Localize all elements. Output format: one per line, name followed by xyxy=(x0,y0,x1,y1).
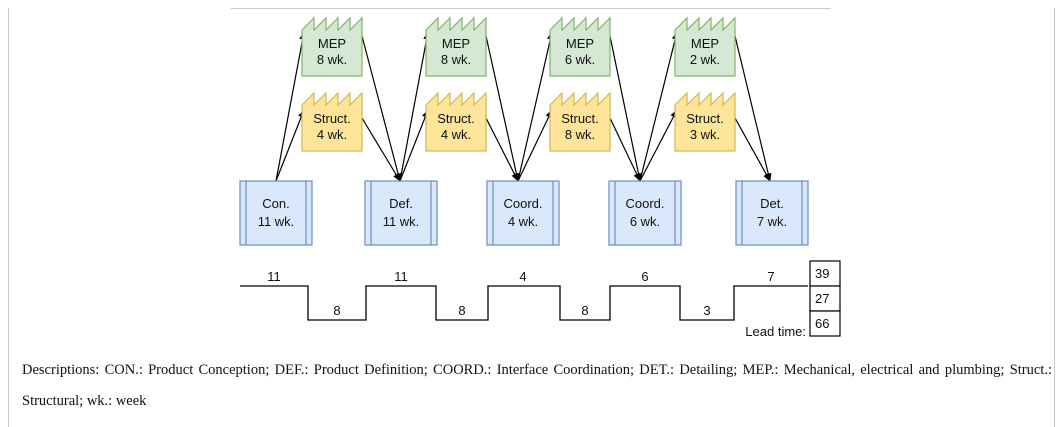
struct-duration: 4 wk. xyxy=(317,127,347,142)
struct-box: Struct. 8 wk. xyxy=(549,91,611,152)
mep-duration: 8 wk. xyxy=(441,52,471,67)
timeline-high-label: 11 xyxy=(394,269,408,284)
dependency-arrow xyxy=(361,117,401,182)
struct-duration: 4 wk. xyxy=(441,127,471,142)
phase-box: Coord. 4 wk. xyxy=(486,180,560,246)
phase-duration: 4 wk. xyxy=(508,214,538,229)
mep-label: MEP xyxy=(318,36,346,51)
dependency-arrow xyxy=(485,35,520,182)
dependency-arrow xyxy=(361,35,402,182)
dependency-arrow xyxy=(609,117,641,182)
struct-label: Struct. xyxy=(686,111,724,126)
phase-label: Coord. xyxy=(625,196,664,211)
phase-label: Coord. xyxy=(503,196,542,211)
dependency-arrow xyxy=(734,35,772,182)
mep-label: MEP xyxy=(442,36,470,51)
timeline-low-label: 8 xyxy=(458,303,465,318)
timeline-low-label: 8 xyxy=(581,303,588,318)
timeline-low-label: 8 xyxy=(333,303,340,318)
phase-label: Con. xyxy=(262,196,289,211)
struct-label: Struct. xyxy=(561,111,599,126)
totals-table: 39 27 66 Lead time: xyxy=(745,260,841,339)
top-border xyxy=(231,8,831,9)
dependency-arrow xyxy=(517,31,554,182)
dependency-arrow xyxy=(639,31,679,182)
timeline-high-label: 4 xyxy=(519,269,526,284)
high-total: 39 xyxy=(815,266,829,281)
struct-label: Struct. xyxy=(313,111,351,126)
mep-label: MEP xyxy=(691,36,719,51)
mep-duration: 8 wk. xyxy=(317,52,347,67)
mep-label: MEP xyxy=(566,36,594,51)
dependency-arrows xyxy=(275,31,772,182)
struct-label: Struct. xyxy=(437,111,475,126)
dependency-arrow xyxy=(399,109,429,182)
right-border xyxy=(1054,8,1055,427)
phase-duration: 7 wk. xyxy=(757,214,787,229)
dependency-arrow xyxy=(609,35,642,182)
phase-duration: 11 wk. xyxy=(258,214,295,229)
dependency-arrow xyxy=(275,31,306,182)
struct-box: Struct. 4 wk. xyxy=(425,91,487,152)
struct-box: Struct. 4 wk. xyxy=(301,91,363,152)
phase-duration: 11 wk. xyxy=(383,214,420,229)
phase-label: Def. xyxy=(389,196,413,211)
dependency-arrow xyxy=(517,109,553,182)
mep-box: MEP 8 wk. xyxy=(425,16,487,77)
timeline-high-label: 7 xyxy=(767,269,774,284)
phase-label: Det. xyxy=(760,196,784,211)
struct-duration: 3 wk. xyxy=(690,127,720,142)
phase-box: Def. 11 wk. xyxy=(364,180,438,246)
left-border xyxy=(8,8,9,427)
dependency-arrow xyxy=(399,31,430,182)
dependency-arrow xyxy=(734,117,771,182)
timeline-step-line xyxy=(240,285,808,321)
mep-box: MEP 6 wk. xyxy=(549,16,611,77)
lead-time-value: 66 xyxy=(815,316,829,331)
phase-box: Coord. 6 wk. xyxy=(608,180,682,246)
struct-duration: 8 wk. xyxy=(565,127,595,142)
mep-duration: 2 wk. xyxy=(690,52,720,67)
mep-box: MEP 2 wk. xyxy=(674,16,736,77)
figure-caption: Descriptions: CON.: Product Conception; … xyxy=(22,362,1052,409)
dependency-arrow xyxy=(485,117,519,182)
lead-time-label: Lead time: xyxy=(745,324,806,339)
phase-duration: 6 wk. xyxy=(630,214,660,229)
dependency-arrow xyxy=(275,109,305,182)
mep-box: MEP 8 wk. xyxy=(301,16,363,77)
phase-box: Con. 11 wk. xyxy=(239,180,313,246)
struct-box: Struct. 3 wk. xyxy=(674,91,736,152)
phase-box: Det. 7 wk. xyxy=(735,180,809,246)
mep-duration: 6 wk. xyxy=(565,52,595,67)
low-total: 27 xyxy=(815,291,829,306)
timeline-low-label: 3 xyxy=(703,303,710,318)
timeline-high-label: 11 xyxy=(267,269,281,284)
dependency-arrow xyxy=(639,109,678,182)
timeline-high-label: 6 xyxy=(641,269,648,284)
